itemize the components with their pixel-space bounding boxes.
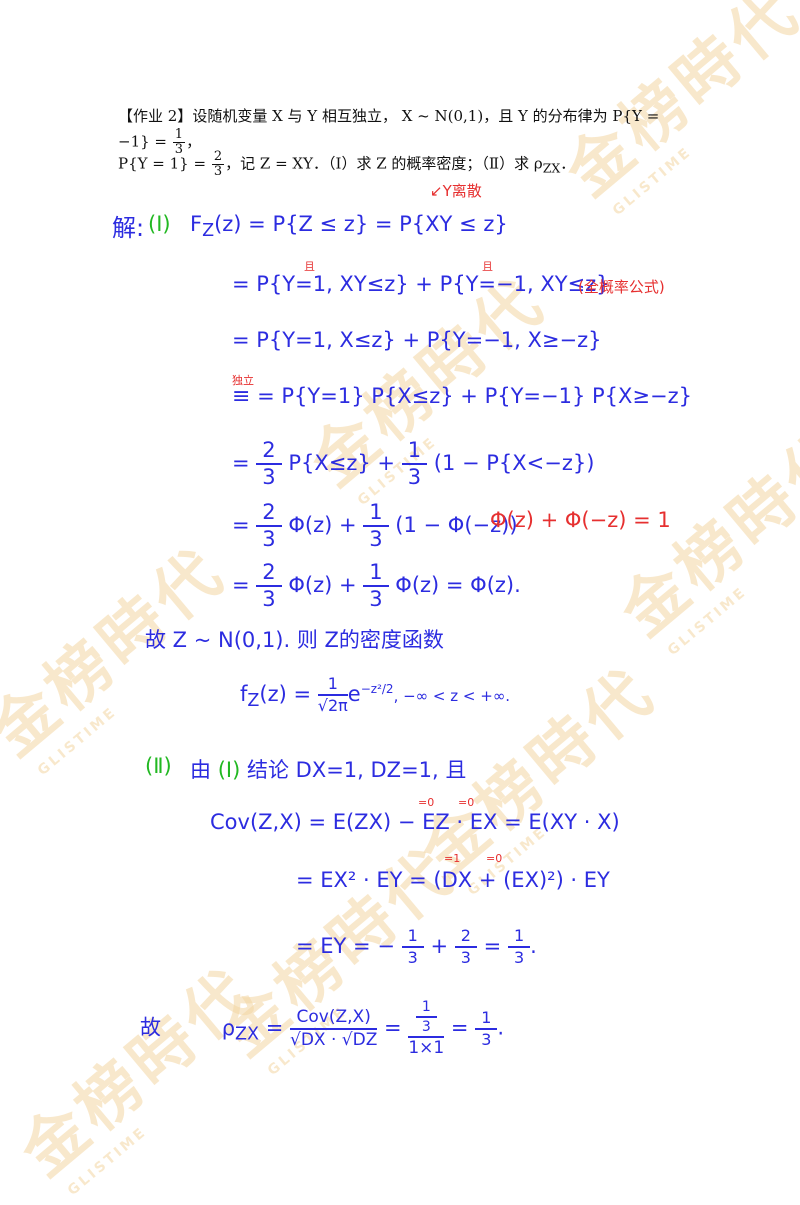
solution-row-11: Cov(Z,X) = E(ZX) − EZ · EX = E(XY · X) xyxy=(210,810,620,834)
note-phi-identity: Φ(z) + Φ(−z) = 1 xyxy=(490,508,671,532)
problem-text: P{Y = 1} = xyxy=(118,154,207,173)
part-1-mark: (Ⅰ) xyxy=(148,212,171,236)
fraction: 1√2π xyxy=(317,674,348,715)
note-zero: =0 xyxy=(458,796,475,809)
problem-tag: 【作业 2】 xyxy=(118,107,193,125)
solution-row-1: FZ(z) = P{Z ≤ z} = P{XY ≤ z} xyxy=(190,212,508,242)
problem-text: ，记 Z = XY．（Ⅰ）求 Z 的概率密度；（Ⅱ）求 ρ xyxy=(225,154,543,173)
note-one: =1 xyxy=(444,852,461,865)
solution-row-4: ≡ = P{Y=1} P{X≤z} + P{Y=−1} P{X≥−z} xyxy=(232,384,693,409)
note-zero: =0 xyxy=(418,796,435,809)
problem-line-1: 【作业 2】设随机变量 X 与 Y 相互独立， X ~ N(0,1)，且 Y 的… xyxy=(118,107,660,157)
note-qie: 且 xyxy=(482,260,493,273)
note-independent: 独立 xyxy=(232,374,254,387)
solution-row-12: = EX² · EY = (DX + (EX)²) · EY xyxy=(296,868,610,892)
arrow-icon: ↙ xyxy=(430,182,443,200)
solution-row-10: 由 (Ⅰ) 结论 DX=1, DZ=1, 且 xyxy=(190,758,467,782)
part-2-mark: (Ⅱ) xyxy=(145,754,172,778)
problem-text: 设随机变量 X 与 Y 相互独立， X ~ N(0,1)，且 Y 的分布律为 P… xyxy=(118,107,660,151)
watermark: 金榜時代 GLISTIME xyxy=(0,534,240,779)
watermark: 金榜時代 GLISTIME xyxy=(607,414,800,659)
note-total-probability: (全概率公式) xyxy=(578,278,665,296)
watermark: 金榜時代 GLISTIME xyxy=(7,954,270,1199)
note-zero: =0 xyxy=(486,852,503,865)
fraction: Cov(Z,X)√DX · √DZ xyxy=(290,1006,378,1050)
note-qie: 且 xyxy=(304,260,315,273)
solution-row-3: = P{Y=1, X≤z} + P{Y=−1, X≥−z} xyxy=(232,328,602,352)
solution-label: 解: xyxy=(112,214,145,242)
solution-row-8: 故 Z ~ N(0,1). 则 Z的密度函数 xyxy=(145,628,444,652)
equals-sign: ≡ xyxy=(232,384,251,409)
note-y-discrete: ↙Y离散 xyxy=(430,182,482,200)
solution-row-2: = P{Y=1, XY≤z} + P{Y=−1, XY≤z} xyxy=(232,272,610,296)
